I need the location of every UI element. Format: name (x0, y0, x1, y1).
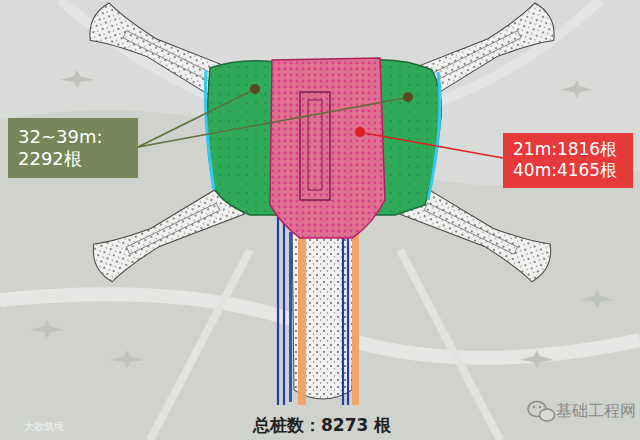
watermark: 大歌筑境 (24, 420, 64, 434)
callout-text: 21m:1816根 40m:4165根 (513, 139, 623, 182)
title: 总桩数：8273 根 (253, 414, 391, 437)
watermark: 基础工程网 (556, 401, 636, 422)
wechat-icon (528, 402, 555, 422)
callout-box: 32~39m: 2292根 (8, 118, 138, 178)
callout-text: 32~39m: 2292根 (18, 126, 128, 171)
callout-box: 21m:1816根 40m:4165根 (503, 133, 633, 188)
